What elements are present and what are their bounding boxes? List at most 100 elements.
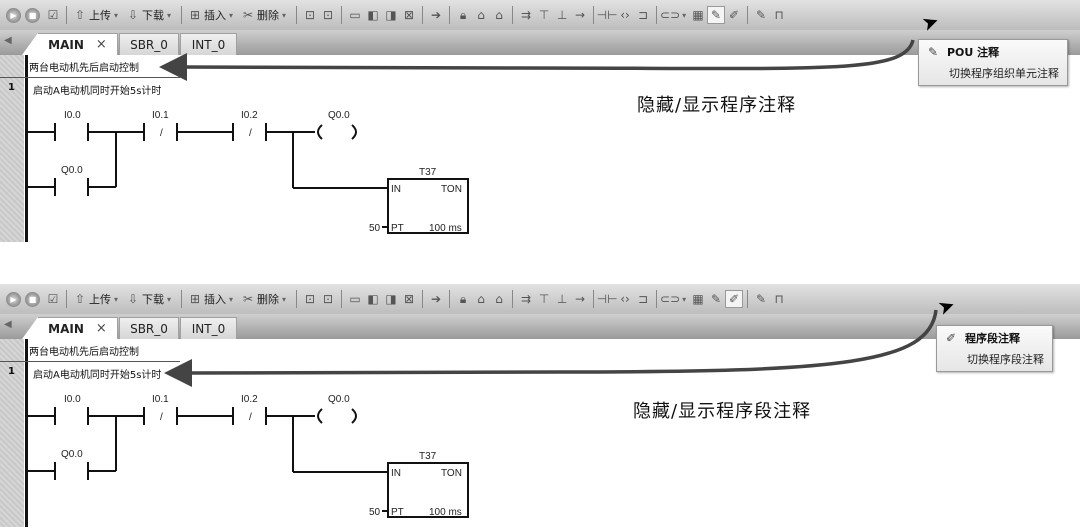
tag-icon[interactable]: ⊂⊃ — [660, 8, 681, 22]
tab-main[interactable]: MAIN × — [22, 317, 118, 339]
insert-dropdown-icon[interactable]: ▾ — [229, 294, 234, 304]
bookmark-next-icon[interactable]: ◨ — [385, 8, 397, 22]
delete-button[interactable]: ✂ 删除 ▾ — [239, 288, 289, 310]
network-comment[interactable]: 启动A电动机同时开始5s计时 — [33, 370, 162, 381]
compile-icon[interactable]: ☑ — [47, 8, 59, 22]
delete-label: 删除 — [257, 9, 280, 22]
tab-main[interactable]: MAIN × — [22, 33, 118, 55]
network-comment-icon[interactable]: ✐ — [729, 8, 740, 22]
svg-text:/: / — [160, 412, 163, 423]
rectangle-icon[interactable]: ▭ — [349, 8, 361, 22]
toolbar-separator — [593, 6, 595, 24]
toolbar-separator — [512, 6, 514, 24]
bookmark-next-icon[interactable]: ◨ — [385, 292, 397, 306]
lock-icon[interactable]: 🔒︎ — [459, 291, 467, 306]
toolbar-separator — [747, 6, 749, 24]
pou-properties-icon[interactable]: ⊓ — [774, 8, 784, 22]
stop-icon[interactable]: ■ — [25, 7, 40, 23]
network-view-icon[interactable]: ⊡ — [305, 292, 316, 306]
run-icon[interactable]: ▶ — [6, 291, 21, 307]
insert-dropdown-icon[interactable]: ▾ — [229, 10, 234, 20]
tab-sbr-0[interactable]: SBR_0 — [119, 33, 179, 55]
timer-name: T37 — [419, 167, 437, 178]
line-right-icon[interactable]: → — [575, 8, 586, 22]
line-up-icon[interactable]: ⊥ — [556, 292, 568, 306]
tab-scroll-left-icon[interactable]: ◀ — [4, 35, 12, 46]
insert-icon: ⊞ — [190, 8, 201, 22]
ladder-editor[interactable]: 两台电动机先后启动控制 1 启动A电动机同时开始5s计时 — [0, 339, 1080, 527]
download-dropdown-icon[interactable]: ▾ — [167, 294, 172, 304]
network-comment[interactable]: 启动A电动机同时开始5s计时 — [33, 86, 162, 97]
upload-dropdown-icon[interactable]: ▾ — [114, 294, 119, 304]
coil-icon[interactable]: ‹› — [620, 8, 630, 22]
unlock-all-icon[interactable]: ⌂ — [495, 8, 503, 22]
stop-icon[interactable]: ■ — [25, 291, 40, 307]
annotation-text: 隐藏/显示程序段注释 — [633, 401, 812, 422]
tab-scroll-left-icon[interactable]: ◀ — [4, 319, 12, 330]
tab-bar: ◀ MAIN × SBR_0 INT_0 — [0, 314, 1080, 339]
close-icon[interactable]: × — [95, 37, 107, 52]
tag-icon[interactable]: ⊂⊃ — [660, 292, 681, 306]
line-right-icon[interactable]: → — [575, 292, 586, 306]
tab-sbr-0[interactable]: SBR_0 — [119, 317, 179, 339]
compile-icon[interactable]: ☑ — [47, 292, 59, 306]
close-icon[interactable]: × — [95, 321, 107, 336]
properties-icon[interactable]: ✎ — [756, 292, 767, 306]
goto-icon[interactable]: ➔ — [431, 8, 442, 22]
unlock-icon[interactable]: ⌂ — [477, 292, 485, 306]
box-icon[interactable]: ⊐ — [638, 8, 649, 22]
delete-button[interactable]: ✂ 删除 ▾ — [239, 4, 289, 26]
tab-int-0[interactable]: INT_0 — [180, 33, 237, 55]
ladder-editor[interactable]: 两台电动机先后启动控制 1 启动A电动机同时开始5s计时 — [0, 55, 1080, 242]
symbol-table-icon[interactable]: ▦ — [692, 292, 704, 306]
properties-icon[interactable]: ✎ — [756, 8, 767, 22]
network-comment-icon[interactable]: ✐ — [725, 290, 744, 308]
symbol-table-icon[interactable]: ▦ — [692, 8, 704, 22]
pou-properties-icon[interactable]: ⊓ — [774, 292, 784, 306]
download-button[interactable]: ⇩ 下载 ▾ — [124, 4, 174, 26]
pou-comment-icon[interactable]: ✎ — [711, 292, 722, 306]
insert-button[interactable]: ⊞ 插入 ▾ — [186, 4, 236, 26]
bookmark-clear-icon[interactable]: ⊠ — [404, 292, 415, 306]
download-button[interactable]: ⇩ 下载 ▾ — [124, 288, 174, 310]
bookmark-prev-icon[interactable]: ◧ — [367, 8, 379, 22]
unlock-all-icon[interactable]: ⌂ — [495, 292, 503, 306]
branch-down-icon[interactable]: ⇉ — [521, 292, 532, 306]
bookmark-clear-icon[interactable]: ⊠ — [404, 8, 415, 22]
contact-i0-0-label: I0.0 — [64, 110, 81, 121]
insert-button[interactable]: ⊞ 插入 ▾ — [186, 288, 236, 310]
network-view-icon[interactable]: ⊡ — [305, 8, 316, 22]
run-icon[interactable]: ▶ — [6, 7, 21, 23]
delete-dropdown-icon[interactable]: ▾ — [282, 10, 287, 20]
pou-comment[interactable]: 两台电动机先后启动控制 — [29, 63, 139, 74]
tooltip-description: 切换程序组织单元注释 — [949, 67, 1059, 80]
contact-icon[interactable]: ⊣⊢ — [596, 292, 618, 306]
delete-dropdown-icon[interactable]: ▾ — [282, 294, 287, 304]
pou-comment-icon[interactable]: ✎ — [707, 6, 726, 24]
tag-dropdown-icon[interactable]: ▾ — [682, 10, 687, 20]
line-down-icon[interactable]: ⊤ — [538, 8, 550, 22]
upload-button[interactable]: ⇧ 上传 ▾ — [71, 288, 121, 310]
box-icon[interactable]: ⊐ — [638, 292, 649, 306]
bookmark-prev-icon[interactable]: ◧ — [367, 292, 379, 306]
tag-dropdown-icon[interactable]: ▾ — [682, 294, 687, 304]
rectangle-icon[interactable]: ▭ — [349, 292, 361, 306]
upload-button[interactable]: ⇧ 上传 ▾ — [71, 4, 121, 26]
upload-dropdown-icon[interactable]: ▾ — [114, 10, 119, 20]
unlock-icon[interactable]: ⌂ — [477, 8, 485, 22]
tab-label: SBR_0 — [130, 37, 168, 52]
goto-icon[interactable]: ➔ — [431, 292, 442, 306]
coil-icon[interactable]: ‹› — [620, 292, 630, 306]
network-view2-icon[interactable]: ⊡ — [323, 292, 334, 306]
download-dropdown-icon[interactable]: ▾ — [167, 10, 172, 20]
contact-icon[interactable]: ⊣⊢ — [596, 8, 618, 22]
network-view2-icon[interactable]: ⊡ — [323, 8, 334, 22]
pou-comment[interactable]: 两台电动机先后启动控制 — [29, 347, 139, 358]
tab-int-0[interactable]: INT_0 — [180, 317, 237, 339]
branch-down-icon[interactable]: ⇉ — [521, 8, 532, 22]
line-up-icon[interactable]: ⊥ — [556, 8, 568, 22]
tab-label: INT_0 — [191, 37, 226, 52]
lock-icon[interactable]: 🔒︎ — [459, 7, 467, 22]
toolbar-separator — [296, 6, 298, 24]
line-down-icon[interactable]: ⊤ — [538, 292, 550, 306]
